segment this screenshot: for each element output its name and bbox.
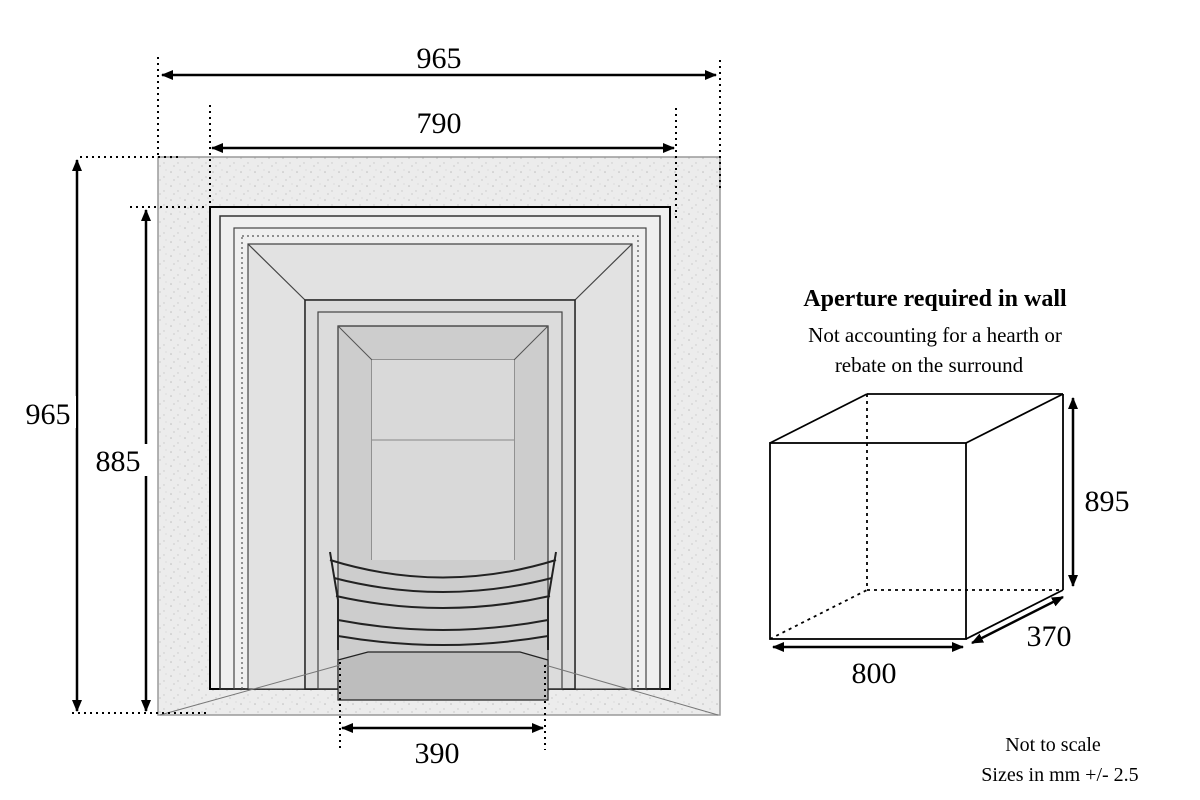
aperture-note-line2: rebate on the surround [835,353,1024,377]
scale-note: Not to scale [1005,734,1101,756]
height-inner-label: 885 [96,445,141,478]
width-inner-label: 790 [417,107,462,140]
aperture-box [769,393,1064,640]
extension-lines [72,57,721,750]
fire-grate [329,551,557,650]
aperture-depth-arrow [971,595,1064,645]
units-note: Sizes in mm +/- 2.5 [981,764,1138,786]
aperture-title: Aperture required in wall [803,286,1067,312]
aperture-depth-label: 370 [1027,620,1072,653]
height-overall-label: 965 [26,398,71,431]
aperture-section: Aperture required in wall Not accounting… [769,286,1130,690]
dimension-arrows [72,70,717,733]
aperture-width-label: 800 [852,657,897,690]
fireplace-base [337,651,549,701]
aperture-height-label: 895 [1085,485,1130,518]
grate-width-label: 390 [415,737,460,770]
aperture-note-line1: Not accounting for a hearth or [808,323,1062,347]
width-overall-label: 965 [417,42,462,75]
fireplace-illustration [157,156,721,716]
